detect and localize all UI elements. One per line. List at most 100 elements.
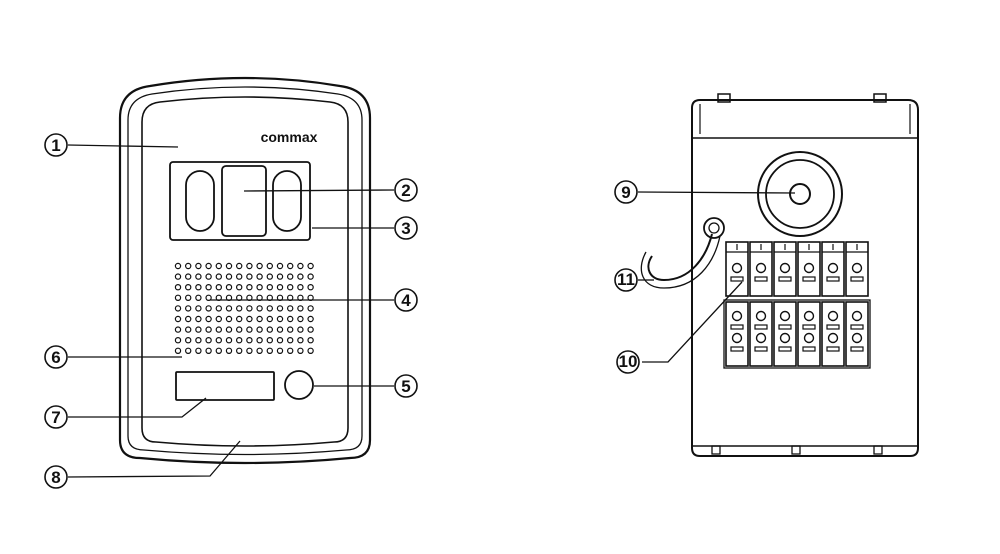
grille-hole <box>205 305 212 312</box>
callout-8: 8 <box>44 465 68 489</box>
grille-hole <box>246 347 253 354</box>
grille-hole <box>287 337 294 344</box>
callout-circle <box>614 180 638 204</box>
grille-hole <box>246 262 253 270</box>
grille-hole <box>235 326 243 333</box>
terminal-group-frame <box>723 299 871 369</box>
callout-circle <box>44 465 68 489</box>
grille-hole <box>195 294 202 301</box>
grille-hole <box>174 326 182 333</box>
callout-7: 7 <box>44 405 68 429</box>
cable <box>647 233 713 282</box>
callout-circle <box>614 268 638 292</box>
terminal-block <box>749 301 773 367</box>
terminal-screw <box>731 310 743 322</box>
speaker-grille <box>174 262 314 354</box>
terminal-block <box>797 241 821 297</box>
terminal-blocks <box>723 241 871 369</box>
callout-6: 6 <box>44 345 68 369</box>
grille-hole <box>246 305 253 312</box>
grille-hole <box>205 262 212 270</box>
grille-hole <box>225 284 233 291</box>
grille-hole <box>246 337 253 344</box>
grille-hole <box>256 284 263 291</box>
back-top-tab-left <box>717 93 731 103</box>
grille-hole <box>215 347 222 354</box>
grille-hole <box>174 262 182 270</box>
callout-circle <box>44 133 68 157</box>
terminal-slot <box>778 346 792 352</box>
grille-hole <box>205 315 212 323</box>
grille-hole <box>287 305 294 312</box>
terminal-block <box>773 241 797 297</box>
grille-hole <box>184 337 192 344</box>
grille-hole <box>225 273 233 280</box>
grille-hole <box>225 305 233 312</box>
terminal-screw <box>827 332 839 344</box>
front-housing-bevel <box>127 86 363 456</box>
grille-hole <box>256 337 263 344</box>
grille-hole <box>205 337 212 344</box>
grille-hole <box>235 347 243 354</box>
callout-5: 5 <box>394 374 418 398</box>
grille-hole <box>174 337 182 344</box>
grille-hole <box>276 315 284 323</box>
grille-hole <box>266 262 273 270</box>
grille-hole <box>307 262 314 270</box>
grille-hole <box>287 326 294 333</box>
terminal-slot <box>826 324 840 330</box>
grille-hole <box>256 315 263 323</box>
grille-hole <box>195 284 202 291</box>
back-top-lip-side <box>699 104 911 134</box>
grille-hole <box>287 262 294 270</box>
callout-circle <box>394 374 418 398</box>
grille-hole <box>225 337 233 344</box>
camera-dial-ring <box>765 159 835 229</box>
grille-hole <box>205 273 212 280</box>
grille-hole <box>276 305 284 312</box>
callout-number: 7 <box>51 408 60 427</box>
grille-hole <box>235 337 243 344</box>
grille-hole <box>215 262 222 270</box>
callout-number: 11 <box>617 270 635 289</box>
grille-hole <box>297 262 304 270</box>
terminal-slot <box>850 346 864 352</box>
grille-hole <box>297 273 304 280</box>
right-led-slot <box>272 170 302 232</box>
leader-1 <box>67 144 179 148</box>
back-housing-outer <box>691 99 919 457</box>
grille-hole <box>266 305 273 312</box>
terminal-block <box>845 301 869 367</box>
grille-hole <box>276 347 284 354</box>
grille-hole <box>174 305 182 312</box>
grille-hole <box>276 337 284 344</box>
terminal-screw <box>779 310 791 322</box>
terminal-block <box>773 301 797 367</box>
grille-hole <box>246 326 253 333</box>
left-led-slot <box>185 170 215 232</box>
terminal-screw <box>779 332 791 344</box>
terminal-slot <box>802 346 816 352</box>
back-bottom-foot-left <box>711 445 721 455</box>
grille-hole <box>174 284 182 291</box>
grille-hole <box>246 284 253 291</box>
terminal-screw <box>803 332 815 344</box>
grille-hole <box>205 326 212 333</box>
grille-hole <box>215 273 222 280</box>
camera-window-frame <box>169 161 311 241</box>
grille-hole <box>256 273 263 280</box>
grille-hole <box>195 315 202 323</box>
callout-circle <box>394 178 418 202</box>
grille-hole <box>184 262 192 270</box>
back-bottom-foot-right <box>873 445 883 455</box>
grille-hole <box>246 315 253 323</box>
callout-number: 10 <box>619 352 638 371</box>
terminal-screw <box>779 262 791 274</box>
callout-number: 6 <box>51 348 60 367</box>
grille-hole <box>184 284 192 291</box>
callout-number: 1 <box>51 136 60 155</box>
callout-2: 2 <box>394 178 418 202</box>
grille-hole <box>215 305 222 312</box>
callout-3: 3 <box>394 216 418 240</box>
